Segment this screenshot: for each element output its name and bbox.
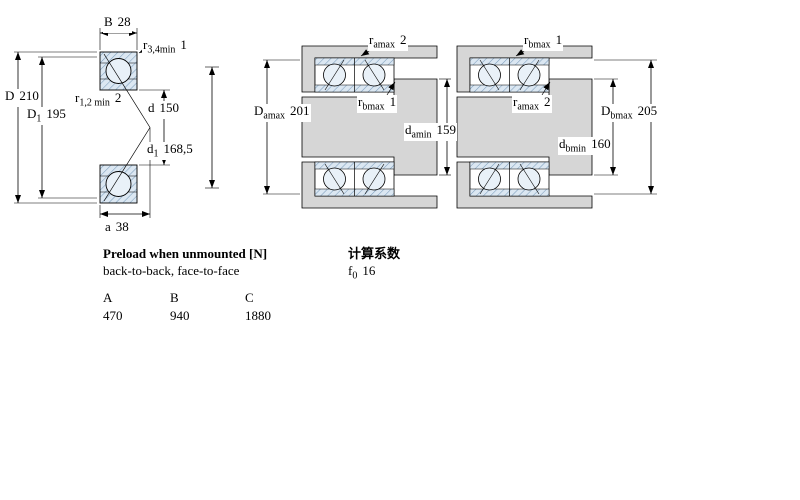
preload-title: Preload when unmounted [N] bbox=[103, 246, 268, 261]
preload-val-b: 940 bbox=[170, 308, 190, 323]
ball-top bbox=[105, 58, 132, 84]
preload-subtitle: back-to-back, face-to-face bbox=[103, 263, 240, 278]
arrangement-b-figure bbox=[456, 43, 657, 209]
preload-col-b: B bbox=[170, 290, 179, 305]
preload-col-a: A bbox=[103, 290, 113, 305]
calc-factors-title: 计算系数 bbox=[348, 246, 401, 261]
preload-col-c: C bbox=[245, 290, 254, 305]
preload-val-a: 470 bbox=[103, 308, 123, 323]
ball-bottom bbox=[105, 171, 132, 197]
preload-val-c: 1880 bbox=[245, 308, 271, 323]
single-bearing-figure bbox=[14, 28, 219, 218]
arrangement-a-figure bbox=[263, 43, 451, 209]
